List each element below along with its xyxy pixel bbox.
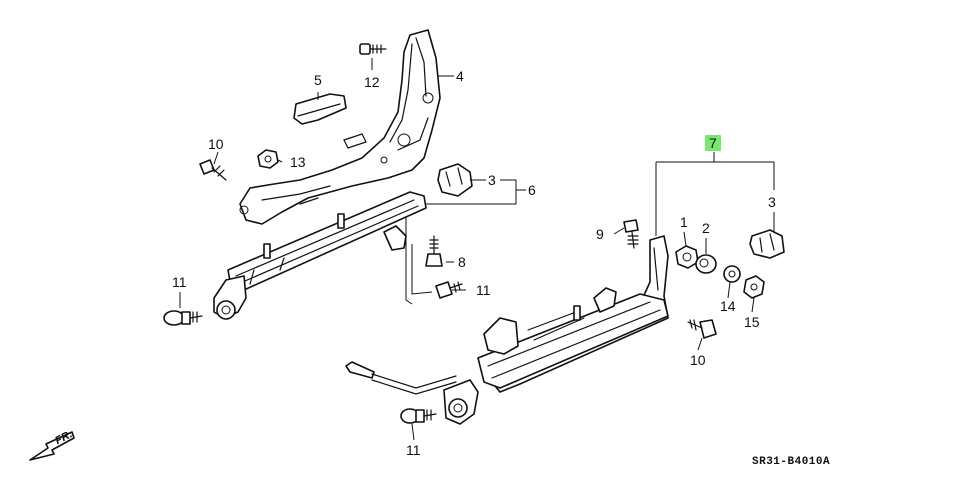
part-4-recliner-bracket [239, 29, 441, 225]
callout-9: 9 [596, 226, 604, 242]
callout-11-bottom: 11 [406, 442, 421, 458]
callout-11-middle: 11 [476, 282, 491, 298]
callout-1: 1 [680, 214, 688, 230]
part-5-cover [293, 93, 347, 125]
callout-6: 6 [528, 182, 536, 198]
part-1-nut [675, 245, 699, 269]
part-10-bolt-left [199, 159, 227, 181]
diagram-code: SR31-B4010A [752, 456, 831, 468]
callout-14: 14 [720, 298, 736, 314]
left-seat-rail [213, 191, 427, 320]
part-13-nut [257, 149, 279, 169]
callout-8: 8 [458, 254, 466, 270]
callout-5: 5 [314, 72, 322, 88]
front-arrow-icon [29, 431, 75, 461]
release-handle-bar [345, 361, 457, 395]
callout-11-left: 11 [172, 274, 187, 290]
part-12-bolt [359, 43, 387, 55]
callout-4: 4 [456, 68, 464, 84]
part-11-bolt-middle [435, 281, 463, 299]
part-10-bolt-right [687, 319, 717, 339]
part-3-latch-right [749, 229, 785, 259]
callout-10-right: 10 [690, 352, 706, 368]
callout-10-left: 10 [208, 136, 224, 152]
part-11-bolt-left [163, 310, 203, 326]
callout-12: 12 [364, 74, 380, 90]
leader-lines [179, 58, 775, 441]
part-15-nut [743, 275, 765, 299]
callout-13: 13 [290, 154, 306, 170]
callout-15: 15 [744, 314, 760, 330]
part-11-bolt-bottom [400, 408, 437, 424]
part-8-bolt [425, 235, 443, 267]
callout-7-highlighted: 7 [705, 135, 721, 151]
callout-3-left: 3 [488, 172, 496, 188]
part-9-bolt [623, 219, 639, 249]
callout-2: 2 [702, 220, 710, 236]
part-14-washer [723, 265, 741, 283]
part-3-latch-left [437, 163, 473, 197]
part-2-collar [695, 254, 717, 274]
callout-3-right: 3 [768, 194, 776, 210]
right-seat-rail [443, 235, 669, 425]
